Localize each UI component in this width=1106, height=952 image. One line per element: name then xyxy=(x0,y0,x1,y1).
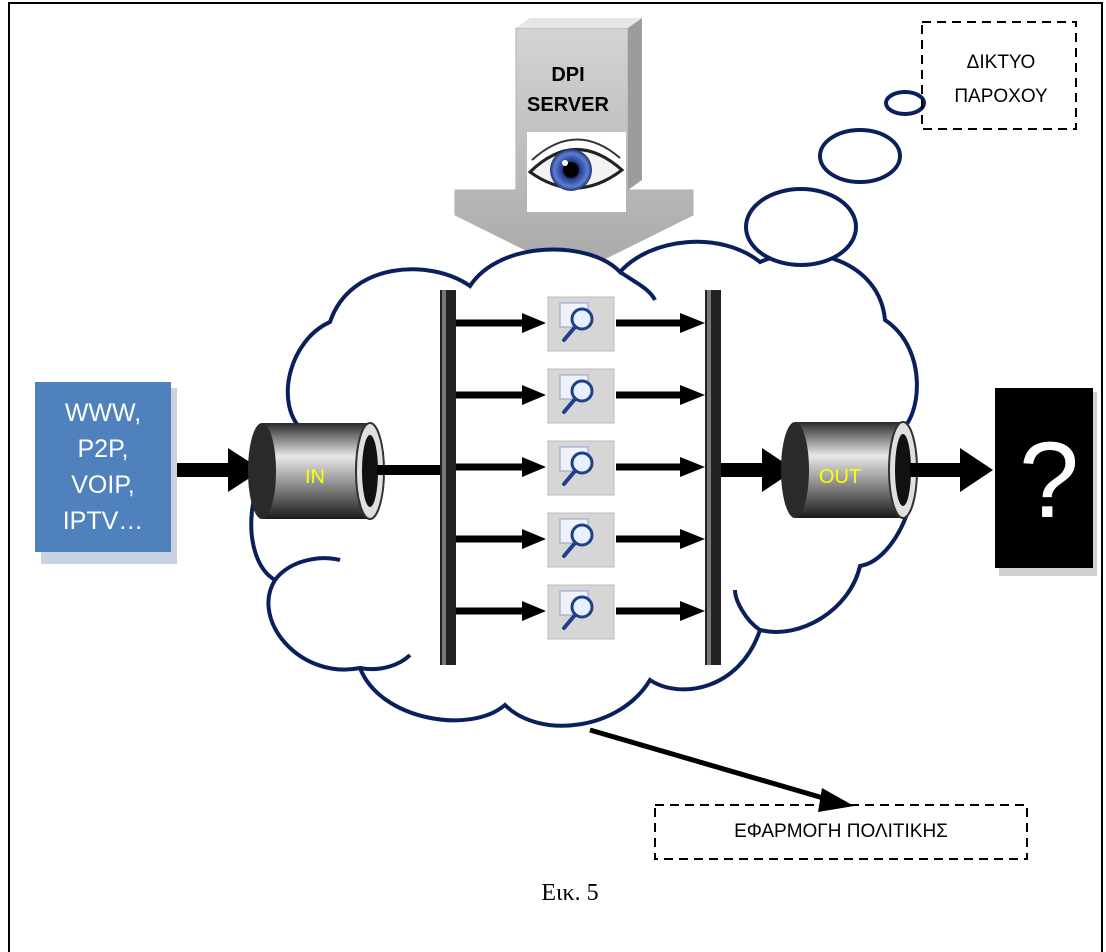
magnifier-icon xyxy=(547,584,615,640)
inspection-channel-1 xyxy=(456,296,705,352)
inspection-channel-4 xyxy=(456,512,705,568)
eye-icon xyxy=(527,138,625,191)
channel-arrow-out-head xyxy=(680,601,705,621)
input-arrow-head xyxy=(228,448,262,492)
output-arrow-head xyxy=(960,448,993,492)
figure-caption: Εικ. 5 xyxy=(541,880,599,906)
dpi-server-label: DPI SERVER xyxy=(527,64,609,116)
unknown-result-label: ? xyxy=(1018,419,1080,540)
inspection-channel-3 xyxy=(456,440,705,496)
policy-enforcement-label: ΕΦΑΡΜΟΓΗ ΠΟΛΙΤΙΚΗΣ xyxy=(734,821,948,842)
inspection-channel-2 xyxy=(456,368,705,424)
result-box xyxy=(995,388,1093,568)
dpi-diagram xyxy=(35,18,1097,860)
channel-arrow-in-head xyxy=(522,385,546,405)
policy-arrow-head xyxy=(818,788,854,812)
channel-arrow-out-head xyxy=(680,457,705,477)
out-node-label: OUT xyxy=(818,466,862,488)
channel-arrow-in-head xyxy=(522,457,546,477)
channel-arrow-out-head xyxy=(680,529,705,549)
channel-arrow-in-head xyxy=(522,601,546,621)
channel-arrow-out-head xyxy=(680,313,705,333)
traffic-box xyxy=(35,382,171,552)
out-node-cylinder xyxy=(781,421,918,519)
in-node-cylinder xyxy=(248,422,385,520)
bus-to-out-arrow-head xyxy=(762,448,795,492)
magnifier-icon xyxy=(547,440,615,496)
in-node-label: IN xyxy=(305,466,325,488)
thought-bubble-small xyxy=(884,90,926,116)
channel-arrow-in-head xyxy=(522,529,546,549)
inspection-channel-5 xyxy=(456,584,705,640)
inspection-channels xyxy=(456,296,705,640)
provider-network-label: ΔΙΚΤΥΟ ΠΑΡΟΧΟΥ xyxy=(954,52,1048,107)
magnifier-icon xyxy=(547,368,615,424)
policy-arrow-line xyxy=(589,727,831,803)
thought-bubble-medium xyxy=(818,128,902,184)
figure-frame xyxy=(8,2,1103,952)
dpi-server xyxy=(454,18,694,275)
traffic-types-label: WWW, P2P, VOIP, IPTV… xyxy=(62,399,144,535)
channel-arrow-out-head xyxy=(680,385,705,405)
channel-arrow-in-head xyxy=(522,313,546,333)
thought-bubble-large xyxy=(744,187,858,267)
provider-network-box xyxy=(921,21,1077,130)
magnifier-icon xyxy=(547,512,615,568)
magnifier-icon xyxy=(547,296,615,352)
policy-enforcement-box xyxy=(654,804,1028,860)
